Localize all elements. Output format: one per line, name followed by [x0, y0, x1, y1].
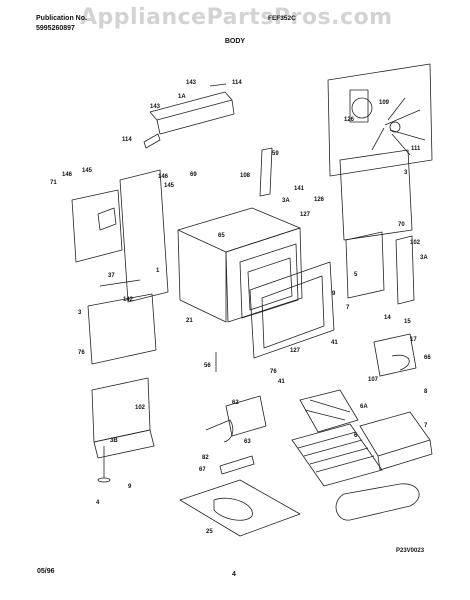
part-number-label: 3A — [420, 255, 428, 261]
part-number-label: 3 — [404, 170, 408, 176]
part-number-label: 126 — [314, 197, 325, 203]
part-number-label: 3 — [78, 310, 82, 316]
part-number-label: 71 — [50, 180, 57, 186]
publication-number: 5995260897 — [36, 25, 75, 32]
part-number-label: 1A — [178, 94, 186, 100]
part-number-label: 1 — [156, 268, 160, 274]
part-number-label: 141 — [294, 186, 305, 192]
part-number-label: 9 — [332, 291, 336, 297]
part-number-label: 66 — [424, 355, 431, 361]
part-number-label: 15 — [404, 319, 411, 325]
part-number-label: 21 — [186, 318, 193, 324]
top-bracket-part — [143, 83, 235, 149]
part-number-label: 37 — [108, 273, 115, 279]
part-number-label: 126 — [344, 117, 355, 123]
part-number-label: 63 — [244, 439, 251, 445]
part-number-label: 76 — [270, 369, 277, 375]
part-number-label: 146 — [62, 172, 73, 178]
part-number-label: 7 — [346, 305, 350, 311]
oven-racks — [291, 389, 383, 487]
part-number-label: 107 — [368, 377, 379, 383]
part-number-label: 25 — [206, 529, 213, 535]
part-number-label: 6A — [360, 404, 368, 410]
part-number-label: 67 — [199, 467, 206, 473]
broiler-pan — [359, 411, 433, 471]
part-number-label: 111 — [411, 146, 421, 152]
part-number-label: 56 — [204, 363, 211, 369]
part-number-label: 76 — [78, 350, 85, 356]
part-number-label: 102 — [135, 405, 146, 411]
part-number-label: 82 — [202, 455, 209, 461]
left-side-panel — [71, 169, 169, 303]
part-number-label: 65 — [218, 233, 225, 239]
part-number-label: 3B — [110, 438, 118, 444]
part-number-label: 14 — [384, 315, 391, 321]
part-number-label: 142 — [123, 297, 134, 303]
publication-label: Publication No. — [36, 15, 87, 22]
watermark: AppliancePartsPros.com — [80, 5, 393, 30]
footer-date: 05/96 — [37, 568, 55, 575]
lower-left-panels — [87, 293, 157, 459]
part-number-label: 102 — [410, 240, 421, 246]
convection-fan-inset — [327, 63, 433, 177]
part-number-label: 145 — [164, 183, 175, 189]
figure-code: P23V0023 — [396, 548, 425, 554]
part-number-label: 109 — [379, 100, 390, 106]
part-number-label: 41 — [331, 340, 338, 346]
part-number-label: 143 — [150, 104, 161, 110]
part-number-label: 4 — [96, 500, 100, 506]
vent-tube — [259, 147, 273, 197]
part-number-label: 62 — [232, 400, 239, 406]
oven-body — [177, 207, 303, 323]
part-number-label: 114 — [122, 137, 132, 143]
oven-front-frame — [249, 261, 335, 359]
control-switch-assembly — [205, 395, 267, 475]
part-number-label: 114 — [232, 80, 242, 86]
part-number-label: 3A — [282, 198, 290, 204]
part-number-label: 108 — [240, 173, 251, 179]
part-number-label: 146 — [158, 174, 169, 180]
part-number-label: 70 — [398, 222, 405, 228]
bottom-panel — [179, 479, 301, 537]
part-number-label: 41 — [278, 379, 285, 385]
bake-element — [335, 483, 420, 521]
section-title: BODY — [224, 38, 246, 45]
model-number: FEF352C — [268, 15, 296, 22]
part-number-label: 6 — [354, 433, 358, 439]
rear-vent-element — [373, 333, 417, 377]
part-number-label: 8 — [424, 389, 428, 395]
part-number-label: 17 — [410, 337, 417, 343]
rear-panel — [339, 149, 415, 305]
part-number-label: 7 — [424, 423, 428, 429]
part-number-label: 69 — [190, 172, 197, 178]
part-number-label: 143 — [186, 80, 197, 86]
part-number-label: 127 — [290, 348, 301, 354]
part-number-label: 5 — [354, 272, 358, 278]
leveling-leg — [97, 446, 111, 483]
part-number-label: 127 — [300, 212, 311, 218]
part-number-label: 145 — [82, 168, 93, 174]
footer-page-number: 4 — [232, 571, 236, 578]
part-number-label: 9 — [128, 484, 132, 490]
part-number-label: 59 — [272, 151, 279, 157]
